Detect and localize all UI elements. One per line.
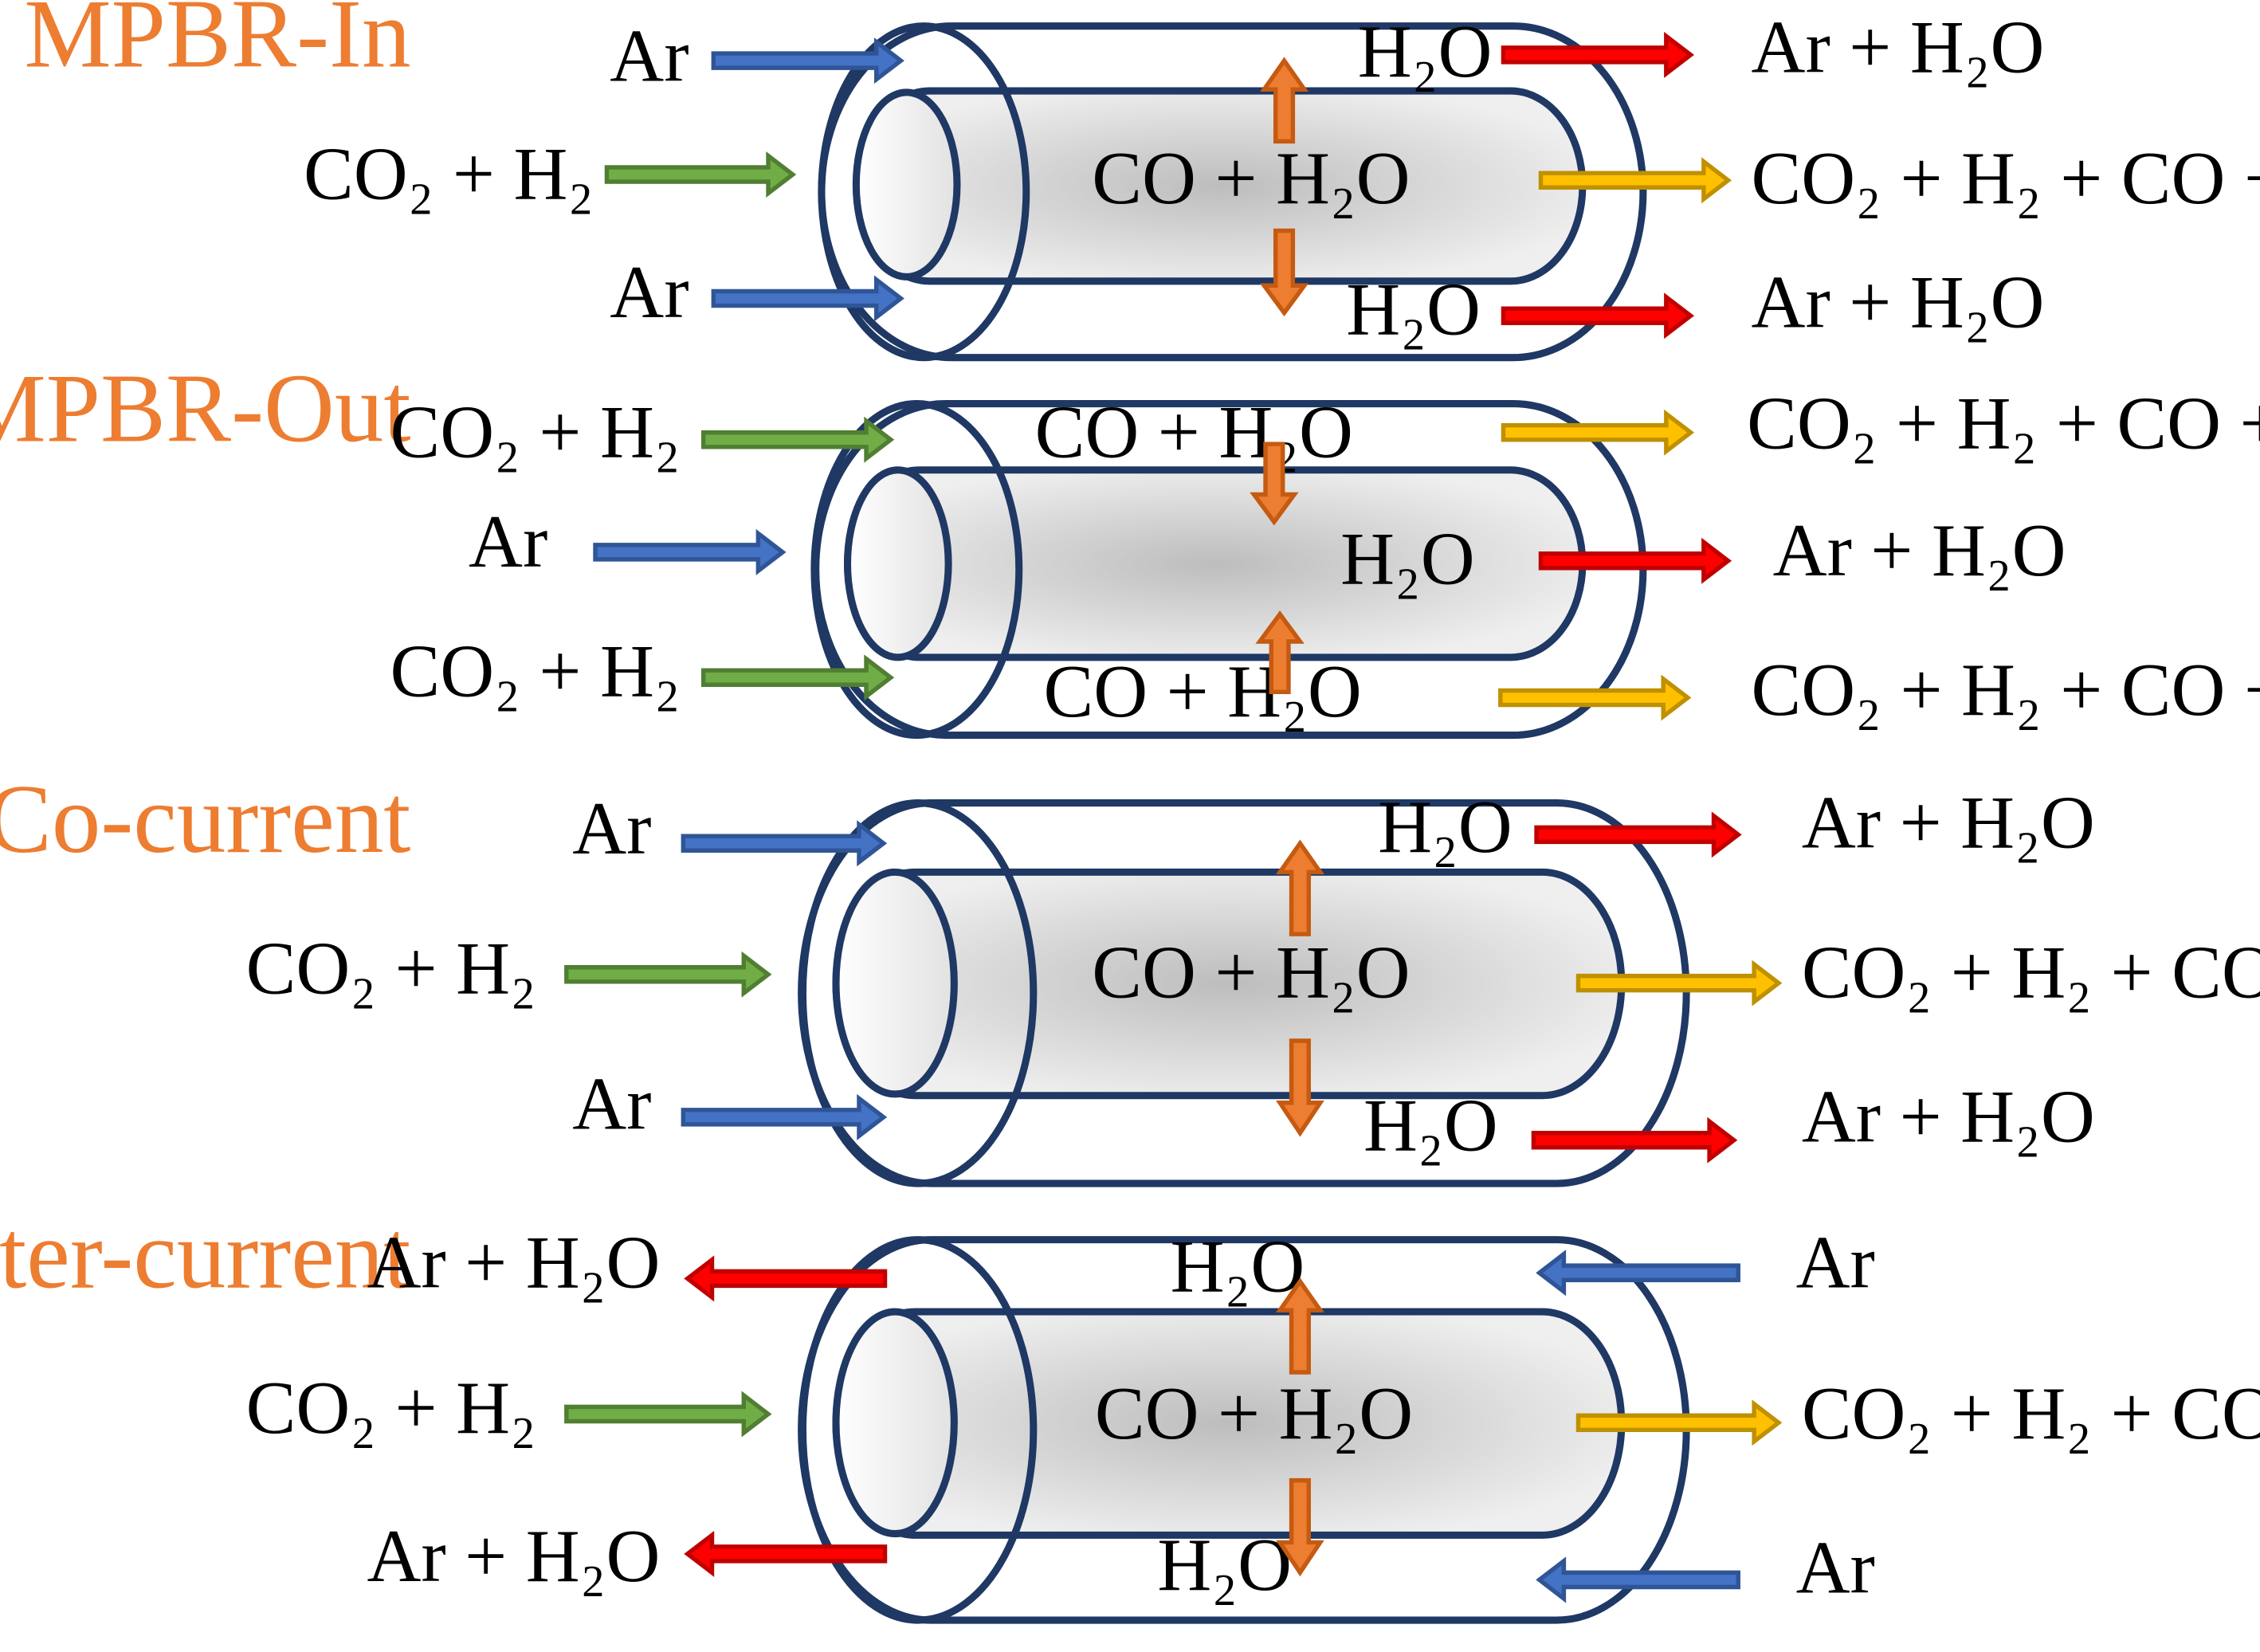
right-bottom-label: Ar + H₂O (1752, 261, 2045, 344)
permeation-down-arrow (1259, 228, 1309, 317)
inside-top-label: H₂O (1171, 1226, 1305, 1309)
inside-bottom-label: H₂O (1363, 1084, 1498, 1167)
inside-center-label: CO + H₂O (1092, 137, 1410, 220)
feed-inlet-arrow (564, 951, 772, 998)
right-middle-label: CO₂ + H₂ + CO + H₂O (1802, 1372, 2260, 1455)
sweep-outlet-arrow (1501, 292, 1695, 339)
product-outlet-arrow (1575, 959, 1783, 1007)
ar-sweep-inlet-arrow (711, 37, 904, 84)
panel-title: Counter-current (0, 1199, 410, 1309)
product-outlet-arrow (1498, 674, 1692, 721)
ar-sweep-inlet-arrow (593, 528, 787, 575)
tube-inlet-face (832, 868, 958, 1098)
inside-top-label: H₂O (1358, 10, 1493, 93)
right-bottom-label: CO₂ + H₂ + CO + H₂O (1752, 649, 2260, 732)
feed-inlet-arrow (700, 654, 895, 701)
product-outlet-arrow (1538, 157, 1732, 204)
panel-title: MPBR-Out (0, 354, 410, 463)
left-top-label: Ar (572, 787, 651, 870)
product-outlet-arrow (1575, 1399, 1783, 1446)
right-bottom-label: Ar (1796, 1527, 1875, 1610)
left-top-label: CO₂ + H₂ (390, 390, 680, 473)
inside-center-label: CO + H₂O (1095, 1372, 1413, 1455)
panel-mpbr-in: MPBR-In Ar CO₂ + H₂ Ar Ar + H₂O CO₂ + H₂… (24, 0, 2260, 362)
permeation-down-arrow (1250, 441, 1299, 526)
left-middle-label: Ar (469, 500, 547, 583)
ar-sweep-inlet-arrow (711, 275, 904, 322)
left-middle-label: CO₂ + H₂ (246, 927, 536, 1010)
panel-title: Co-current (0, 764, 410, 873)
inside-bottom-label: H₂O (1346, 269, 1481, 351)
inside-top-label: H₂O (1378, 786, 1513, 869)
panel-co-current: Co-current Ar CO₂ + H₂ Ar Ar + H₂O CO₂ +… (0, 764, 2260, 1187)
inside-bottom-label: CO + H₂O (1043, 650, 1361, 733)
panel-counter-current: Counter-current Ar + H₂O CO₂ + H₂ Ar + H… (0, 1199, 2260, 1624)
left-top-label: Ar + H₂O (367, 1221, 660, 1304)
permeation-down-arrow (1276, 1477, 1324, 1577)
inside-center-label: CO + H₂O (1092, 932, 1410, 1014)
sweep-outlet-arrow (684, 1255, 888, 1302)
sweep-outlet-arrow (1531, 1116, 1738, 1163)
left-top-label: Ar (610, 14, 689, 97)
inside-center-label: H₂O (1340, 518, 1475, 601)
permeation-up-arrow (1275, 839, 1324, 936)
feed-inlet-arrow (604, 151, 797, 198)
inside-bottom-label: H₂O (1157, 1524, 1292, 1607)
shell-inlet-rim (818, 22, 1030, 362)
shell-inlet-rim (810, 400, 1023, 740)
sweep-outlet-arrow (1501, 31, 1695, 78)
right-middle-label: CO₂ + H₂ + CO + H₂O (1802, 932, 2260, 1014)
right-top-label: CO₂ + H₂ + CO + H₂O (1747, 383, 2260, 465)
reactor (798, 1236, 1690, 1624)
right-middle-label: Ar + H₂O (1773, 509, 2066, 592)
ar-sweep-inlet-arrow (1536, 1250, 1740, 1297)
reactor (798, 799, 1690, 1187)
sweep-outlet-arrow (1534, 811, 1742, 858)
panel-mpbr-out: MPBR-Out CO₂ + H₂ Ar CO₂ + H₂ CO₂ + H₂ +… (0, 354, 2260, 740)
ar-sweep-inlet-arrow (1536, 1556, 1740, 1603)
left-middle-label: CO₂ + H₂ (304, 133, 594, 216)
reactor (810, 400, 1647, 740)
left-middle-label: CO₂ + H₂ (246, 1367, 536, 1450)
sweep-outlet-arrow (684, 1530, 888, 1577)
tube-inlet-face (832, 1308, 958, 1538)
right-bottom-label: Ar + H₂O (1802, 1076, 2095, 1159)
feed-inlet-arrow (564, 1391, 772, 1438)
permeation-down-arrow (1276, 1038, 1324, 1137)
right-top-label: Ar + H₂O (1802, 782, 2095, 865)
inside-top-label: CO + H₂O (1035, 390, 1353, 473)
permeation-up-arrow (1275, 1277, 1324, 1375)
feed-inlet-arrow (700, 416, 895, 463)
right-top-label: Ar (1796, 1221, 1875, 1304)
tube-inlet-face (843, 466, 952, 661)
left-bottom-label: Ar (610, 251, 689, 334)
sweep-outlet-arrow (1538, 537, 1732, 584)
left-bottom-label: CO₂ + H₂ (390, 630, 680, 713)
left-bottom-label: Ar + H₂O (367, 1515, 660, 1598)
tube-inlet-face (852, 88, 961, 281)
ar-sweep-inlet-arrow (681, 820, 888, 867)
product-outlet-arrow (1501, 409, 1695, 456)
permeation-up-arrow (1259, 57, 1309, 144)
shell-inlet-rim (798, 799, 1038, 1187)
ar-sweep-inlet-arrow (681, 1093, 888, 1140)
right-middle-label: CO₂ + H₂ + CO + H₂O (1752, 137, 2260, 220)
right-top-label: Ar + H₂O (1752, 6, 2045, 89)
shell-inlet-rim (798, 1236, 1038, 1624)
panel-title: MPBR-In (24, 0, 410, 88)
left-bottom-label: Ar (572, 1062, 651, 1145)
permeation-up-arrow (1255, 610, 1305, 695)
